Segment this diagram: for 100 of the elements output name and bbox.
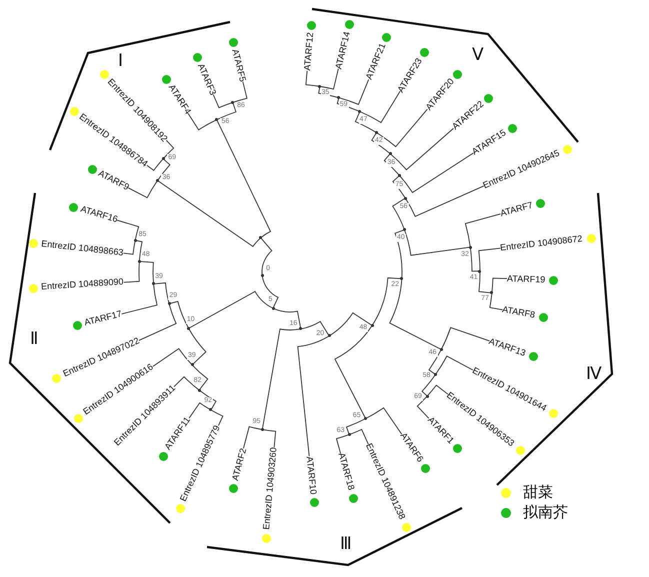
clade-numeral: Ⅳ [586,365,602,383]
gene-label: ATARF2 [230,446,249,482]
species-dot [348,494,358,502]
tree-branch [392,198,406,230]
branch-point [198,388,201,392]
gene-label: EntrezID 104903260 [261,447,280,530]
tree-branch [162,140,174,160]
tree-branch [262,328,302,430]
species-dot [420,464,430,472]
tree-branch [376,108,428,148]
branch-point [209,408,212,412]
branch-point [231,100,234,104]
species-dot [28,284,38,292]
gene-label: EntrezID 104898663 [40,238,124,259]
branch-point [402,228,406,232]
branch-point [138,260,141,263]
branch-point [478,270,482,273]
branch-point [190,363,194,366]
tree-branch [300,321,330,336]
tree-branch [138,303,177,341]
tree-branch [334,325,373,420]
tree-branch [372,277,402,326]
species-dot [162,74,170,84]
tree-branch [157,158,170,181]
branch-point [152,282,156,286]
species-dot [158,452,168,460]
species-dot [516,446,524,454]
branch-point [426,394,429,398]
tree-branch [232,81,248,103]
tree-branch [465,213,501,248]
legend-label: 拟南芥 [523,504,568,522]
species-dot [420,48,428,56]
tree-branch [318,86,340,98]
branch-point [348,433,351,436]
branch-point [337,96,340,100]
species-dot [176,504,184,512]
branch-point [400,277,404,280]
tree-branch [470,246,480,272]
tree-branch [336,434,350,454]
species-dot [484,94,492,102]
gene-label: ATARF17 [83,308,124,328]
tree-branch [146,158,164,171]
gene-label: ATARF8 [502,304,536,322]
branch-point [364,417,368,420]
tree-branch [243,426,263,449]
species-dot [562,144,572,154]
species-dot [536,198,544,208]
species-dot [382,32,390,42]
tree-branch [262,429,276,448]
tree-branch [392,175,406,199]
species-dot [52,374,60,382]
legend-label: 甜菜 [523,484,553,502]
tree-branch [390,128,454,170]
tree-branch [491,278,508,294]
tree-branch [348,429,369,445]
tree-branch [188,402,212,419]
tree-branch [297,336,330,457]
tree-branch [404,229,471,256]
species-dot [452,70,462,78]
tree-branch [435,356,474,375]
clade-numeral: Ⅱ [30,330,38,348]
gene-label: ATARF19 [506,273,546,286]
species-dot [452,444,462,452]
gene-label: EntrezID 104889090 [40,276,124,293]
tree-branch [188,328,206,366]
species-dot [100,70,108,78]
clade-numeral: Ⅲ [340,535,352,553]
species-dot [586,234,596,242]
gene-label: ATARF5 [230,48,248,84]
species-dot [262,534,270,542]
branch-point [187,326,190,330]
branch-point [260,428,264,432]
tree-branch [422,374,436,397]
tree-branch [426,384,448,397]
tree-branch [260,237,272,276]
tree-branch [262,275,279,309]
species-dot [538,312,548,322]
tree-branch [359,90,401,123]
species-dot [508,124,516,132]
species-dot [306,20,316,30]
species-dot [68,202,78,212]
branch-point [299,327,302,330]
tree-branch [365,407,402,435]
branch-point [162,157,165,160]
species-dot [228,38,238,46]
tree-branch [384,153,400,176]
tree-branch [428,349,442,375]
species-dot [228,484,238,492]
tree-branch [478,248,502,272]
species-dot [74,414,82,422]
branch-point [468,246,472,249]
branch-point [358,110,362,114]
tree-branch [174,376,200,391]
species-dot [344,20,354,28]
species-dot [548,408,558,418]
species-dot [310,498,318,506]
gene-label: ATARF10 [304,456,319,495]
branch-point [260,274,264,278]
gene-label: ATARF7 [499,200,534,220]
branch-point [318,84,322,88]
